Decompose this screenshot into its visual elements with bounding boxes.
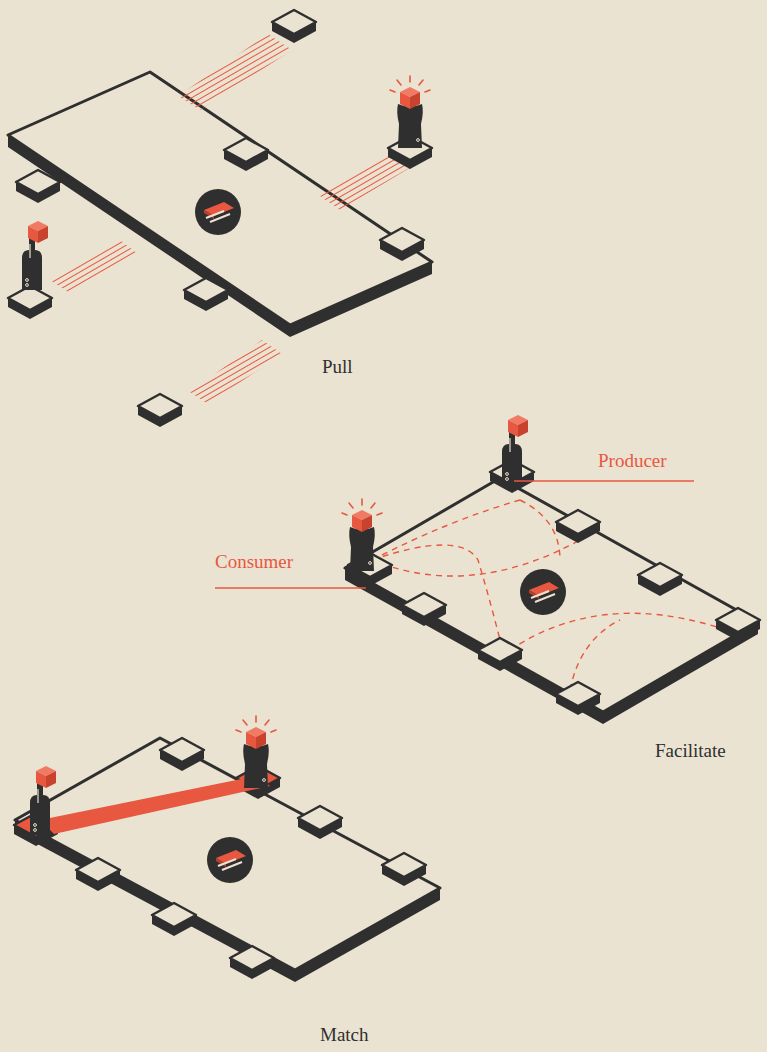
facilitate-platform: [215, 415, 760, 724]
pull-platform: [8, 10, 432, 427]
platform-caption: Facilitate: [655, 740, 726, 763]
role-label: Consumer: [215, 551, 293, 574]
platform-caption: Match: [320, 1024, 369, 1047]
platform-caption: Pull: [322, 356, 353, 379]
role-label: Producer: [598, 450, 667, 473]
match-platform: [14, 716, 440, 982]
